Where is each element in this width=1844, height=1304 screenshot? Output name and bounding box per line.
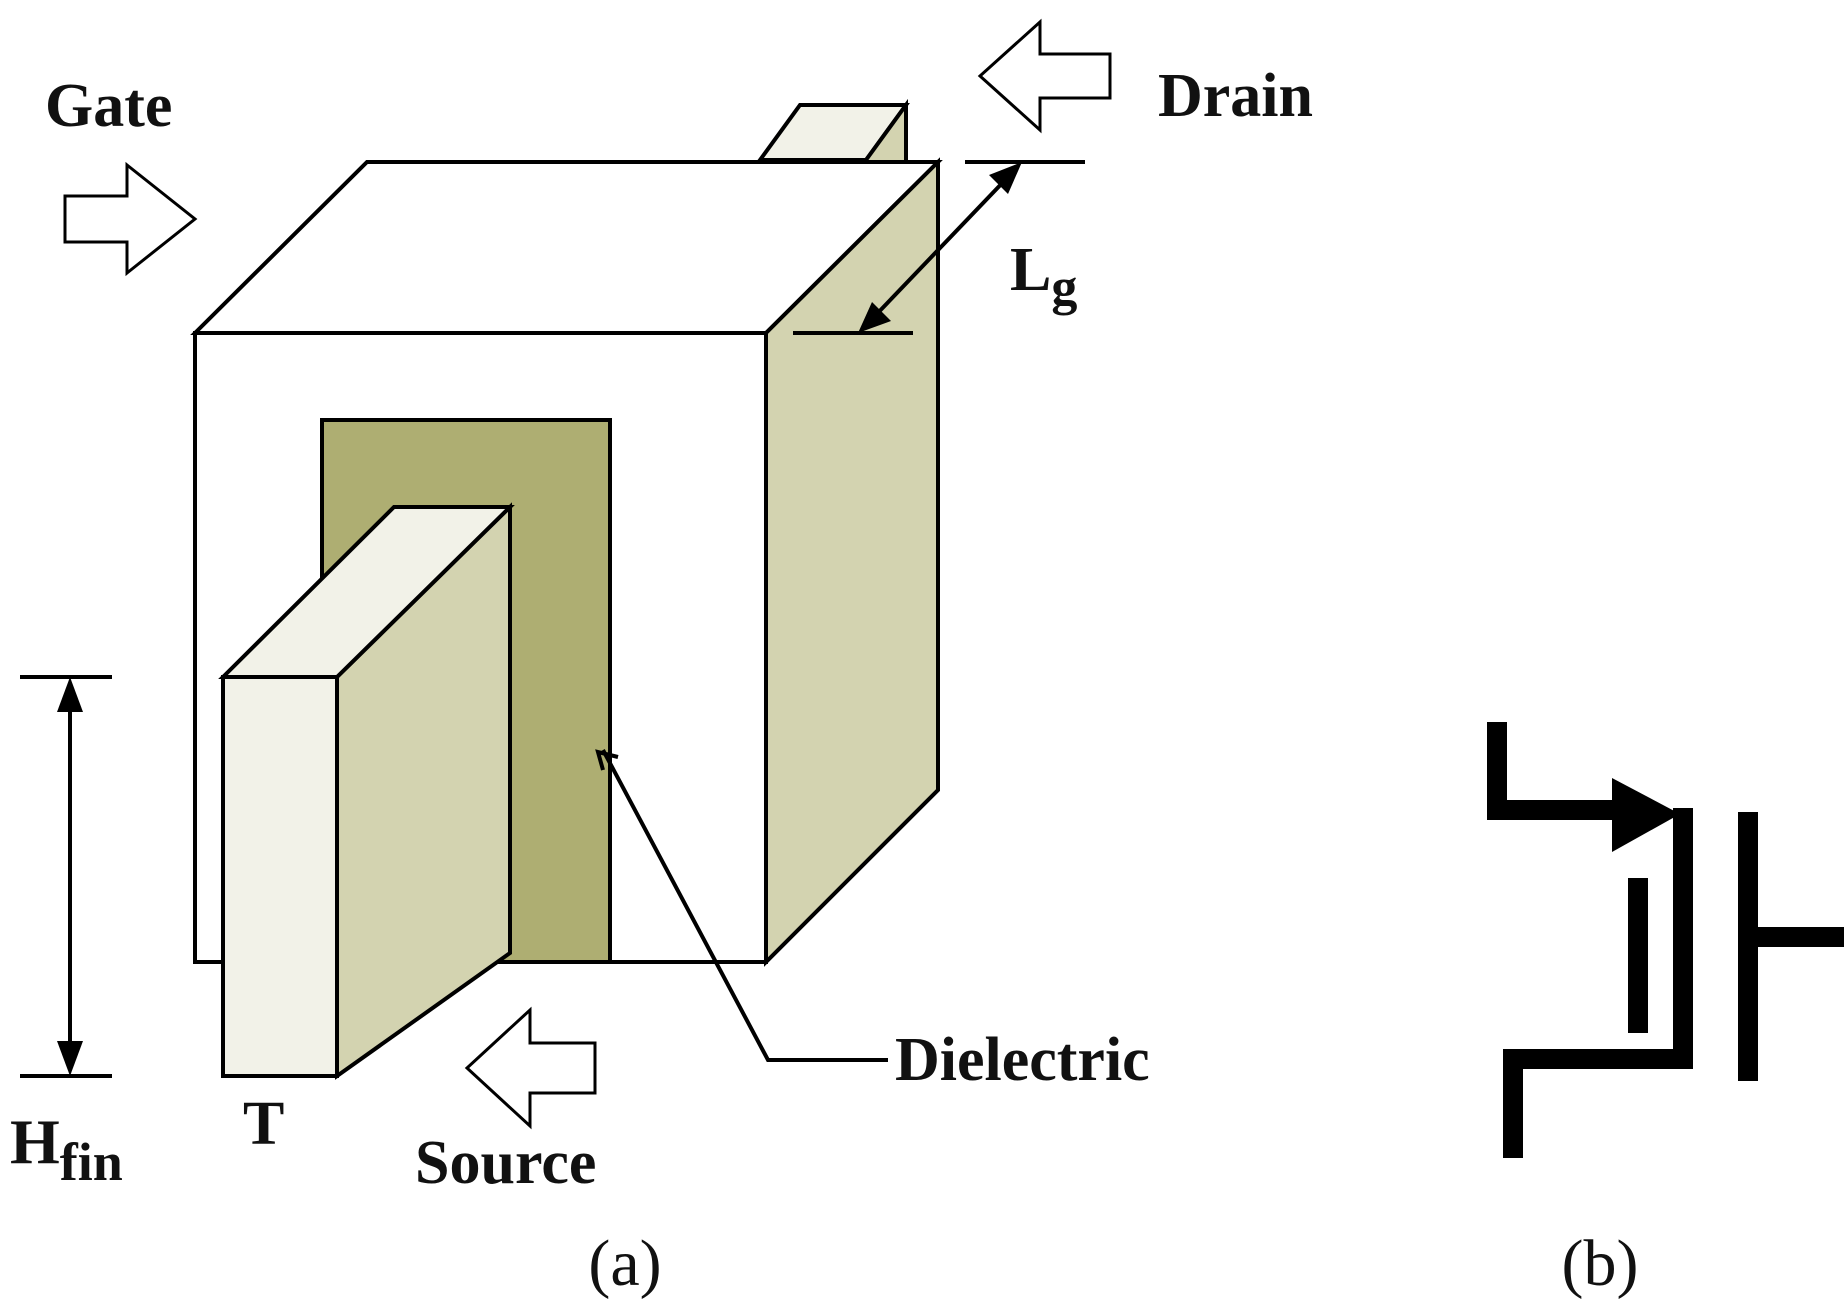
drain-arrow-icon xyxy=(977,18,1112,134)
lg-arrowhead-bottom xyxy=(858,302,891,333)
caption-b: (b) xyxy=(1562,1227,1639,1300)
lg-dimension: Lg xyxy=(793,160,1085,335)
lg-arrowhead-top xyxy=(989,162,1022,194)
hfin-label: Hfin xyxy=(10,1106,123,1192)
channel-line xyxy=(1503,808,1693,1158)
dielectric-leader-line xyxy=(601,749,888,1062)
transistor-symbol-icon xyxy=(1487,722,1844,1158)
hfin-arrowhead-bottom xyxy=(57,1041,83,1076)
panel-b: (b) xyxy=(1487,722,1844,1300)
drain-label: Drain xyxy=(1158,62,1313,130)
gate-arrow-icon xyxy=(63,161,198,277)
hfin-arrowhead-top xyxy=(57,677,83,712)
dielectric-callout: Dielectric xyxy=(595,749,1150,1094)
source-terminal-line xyxy=(1487,722,1630,820)
lg-arrow-line xyxy=(870,175,1010,321)
source-arrowhead xyxy=(1612,778,1680,852)
fin-back xyxy=(756,98,910,167)
dielectric-leader-arrowhead xyxy=(595,749,619,771)
lg-label: Lg xyxy=(1010,236,1077,316)
gate-label: Gate xyxy=(45,72,172,140)
fin-front-face xyxy=(221,675,339,1078)
fin-front xyxy=(218,502,515,1080)
hfin-dimension: Hfin xyxy=(10,675,123,1192)
dielectric-label: Dielectric xyxy=(895,1026,1150,1094)
caption-a: (a) xyxy=(588,1227,661,1300)
panel-a: Gate Drain Source Lg Hfin T xyxy=(10,18,1313,1300)
t-label: T xyxy=(243,1090,284,1158)
source-label: Source xyxy=(415,1129,596,1197)
source-arrow-icon xyxy=(464,1006,597,1130)
